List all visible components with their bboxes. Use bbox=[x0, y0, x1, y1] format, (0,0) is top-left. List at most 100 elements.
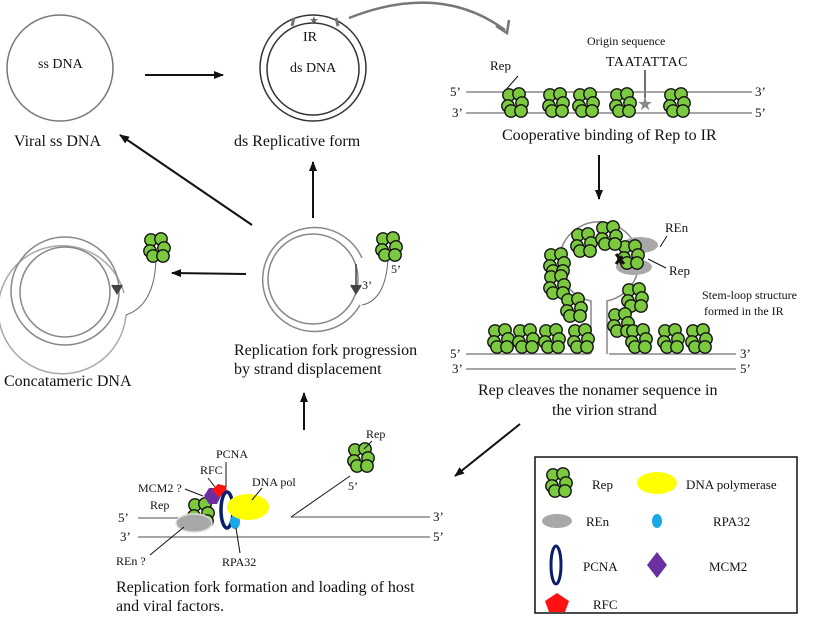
cooperative-binding-stage: Origin sequence TAATATTAC Rep 5’ 3’ 3’ 5… bbox=[450, 34, 766, 144]
binding-caption: Cooperative binding of Rep to IR bbox=[502, 127, 717, 144]
stem-loop-note-1: Stem-loop structure bbox=[702, 288, 797, 302]
binding-top-left-end: 5’ bbox=[450, 84, 461, 99]
fork-rep-label: Rep bbox=[150, 498, 169, 512]
curved-arrow-head bbox=[495, 19, 511, 36]
displaced-strand bbox=[290, 475, 351, 518]
fork-top-right-end: 3’ bbox=[433, 509, 444, 524]
binding-top-right-end: 3’ bbox=[755, 84, 766, 99]
ir-star-icon: ★ bbox=[309, 15, 319, 27]
concatamer-outer-circle bbox=[0, 245, 127, 375]
stem-top-right-end: 3’ bbox=[740, 346, 751, 361]
arrow-progression-to-ss bbox=[119, 134, 253, 226]
rfc-pointer bbox=[207, 477, 216, 488]
dna-polymerase-icon bbox=[227, 494, 269, 520]
rep-icon bbox=[560, 292, 588, 323]
stem-rep-pointer bbox=[647, 258, 667, 269]
free-rep-pointer bbox=[363, 440, 373, 450]
rep-icon bbox=[685, 323, 713, 354]
rep-icon bbox=[609, 87, 637, 118]
progression-outer-circle bbox=[261, 226, 363, 333]
dna-pol-label: DNA pol bbox=[252, 475, 296, 489]
rep-icon bbox=[538, 323, 566, 354]
ss-dna-inner-label: ss DNA bbox=[38, 57, 84, 72]
ds-outer-circle bbox=[259, 14, 367, 122]
legend: Rep DNA polymerase REn RPA32 PCNA MCM2 R… bbox=[534, 456, 798, 614]
ren-question-label: REn ? bbox=[116, 554, 146, 568]
rpa32-pointer bbox=[235, 527, 241, 554]
viral-ss-dna-caption: Viral ss DNA bbox=[14, 133, 101, 150]
rep-icon bbox=[570, 227, 598, 258]
origin-sequence: TAATATTAC bbox=[606, 55, 688, 70]
legend-label-rfc: RFC bbox=[593, 597, 618, 612]
progression-5-end: 5’ bbox=[391, 262, 401, 276]
stem-rep-label: Rep bbox=[669, 263, 690, 278]
curved-arrow-to-binding bbox=[348, 1, 506, 32]
dna-pol-pointer bbox=[251, 487, 263, 501]
stem-loop-note-2: formed in the IR bbox=[704, 304, 784, 318]
fork-bottom-right-end: 5’ bbox=[433, 529, 444, 544]
rep-icon bbox=[375, 231, 403, 262]
stem-top-left-end: 5’ bbox=[450, 346, 461, 361]
mcm2-pointer bbox=[184, 488, 204, 497]
ds-inner-circle bbox=[266, 22, 360, 116]
ren-pointer bbox=[149, 526, 185, 556]
viral-ss-dna-stage: ss DNA Viral ss DNA bbox=[6, 14, 114, 150]
ss-dna-circle bbox=[6, 14, 114, 122]
mcm2-label: MCM2 ? bbox=[138, 481, 182, 495]
ds-replicative-form-stage: ★ IR ds DNA ds Replicative form bbox=[234, 14, 367, 150]
stem-bottom-left-end: 3’ bbox=[452, 361, 463, 376]
rep-icon bbox=[567, 323, 595, 354]
fork-top-left-end: 5’ bbox=[118, 510, 129, 525]
binding-bottom-left-end: 3’ bbox=[452, 105, 463, 120]
legend-label-ren: REn bbox=[586, 514, 610, 529]
binding-bottom-right-end: 5’ bbox=[755, 105, 766, 120]
rep-icon bbox=[595, 220, 623, 251]
concatamer-inner-circle bbox=[19, 246, 111, 338]
fork-bottom-left-end: 3’ bbox=[120, 529, 131, 544]
displaced-strand-progression bbox=[361, 257, 389, 306]
origin-star-icon: ★ bbox=[637, 94, 653, 114]
pcna-label: PCNA bbox=[216, 447, 248, 461]
rep-icon bbox=[347, 442, 375, 473]
concatameric-stage: Concatameric DNA bbox=[0, 232, 171, 390]
rpa32-icon bbox=[230, 515, 240, 529]
stem-caption-1: Rep cleaves the nonamer sequence in bbox=[478, 382, 717, 399]
rep-icon bbox=[487, 323, 515, 354]
progression-caption-2: by strand displacement bbox=[234, 361, 382, 378]
rep-icon bbox=[663, 87, 691, 118]
fork-caption-2: and viral factors. bbox=[116, 598, 224, 615]
concatamer-tail-strand bbox=[125, 257, 157, 316]
legend-label-pcna: PCNA bbox=[583, 559, 618, 574]
origin-title: Origin sequence bbox=[587, 34, 665, 48]
free-end-label: 5’ bbox=[348, 479, 358, 493]
concatamer-direction-icon bbox=[111, 284, 123, 295]
rep-icon bbox=[501, 87, 529, 118]
rpa32-icon bbox=[652, 514, 662, 528]
rep-label-binding: Rep bbox=[490, 58, 511, 73]
rep-icon bbox=[657, 323, 685, 354]
cleavage-mark-icon bbox=[614, 253, 626, 265]
stem-loop-stage: 5’ 3’ 3’ 5’ REn Rep Stem-loop structure … bbox=[450, 220, 797, 419]
concatamer-middle-circle bbox=[10, 236, 120, 346]
stem-ren-label: REn bbox=[665, 220, 689, 235]
ren-pointer bbox=[659, 235, 668, 248]
ds-dna-inner-label: ds DNA bbox=[290, 61, 337, 76]
rep-icon bbox=[542, 87, 570, 118]
rep-icon bbox=[512, 323, 540, 354]
rep-icon bbox=[143, 232, 171, 263]
legend-label-rpa32: RPA32 bbox=[713, 514, 750, 529]
rpa32-label: RPA32 bbox=[222, 555, 256, 569]
stem-bottom-right-end: 5’ bbox=[740, 361, 751, 376]
mcm2-icon bbox=[647, 552, 667, 578]
ds-replicative-form-caption: ds Replicative form bbox=[234, 133, 361, 150]
progression-inner-circle bbox=[267, 233, 359, 325]
ir-label: IR bbox=[303, 30, 318, 45]
fork-progression-stage: 3’ 5’ Replication fork progression by st… bbox=[234, 226, 417, 378]
stem-caption-2: the virion strand bbox=[552, 402, 657, 419]
ren-icon bbox=[175, 513, 213, 533]
progression-direction-icon bbox=[350, 284, 362, 295]
arrow-progression-to-concatamer bbox=[171, 269, 247, 278]
rfc-icon bbox=[545, 593, 569, 612]
progression-3-end: 3’ bbox=[362, 278, 372, 292]
